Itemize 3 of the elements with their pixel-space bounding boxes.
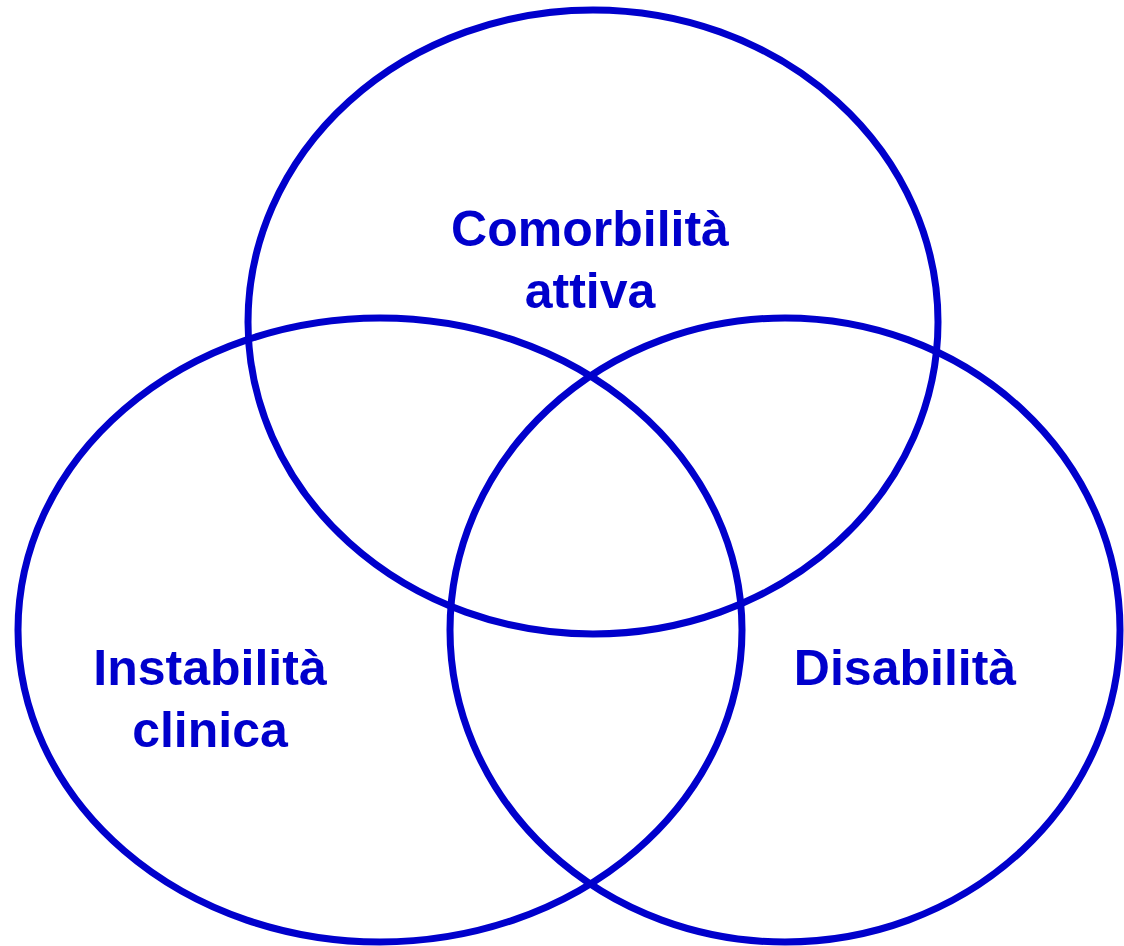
set-label: Instabilità clinica bbox=[92, 639, 328, 760]
set-label: Disabilità bbox=[792, 639, 1018, 698]
set-label: Comorbilità attiva bbox=[450, 200, 730, 321]
